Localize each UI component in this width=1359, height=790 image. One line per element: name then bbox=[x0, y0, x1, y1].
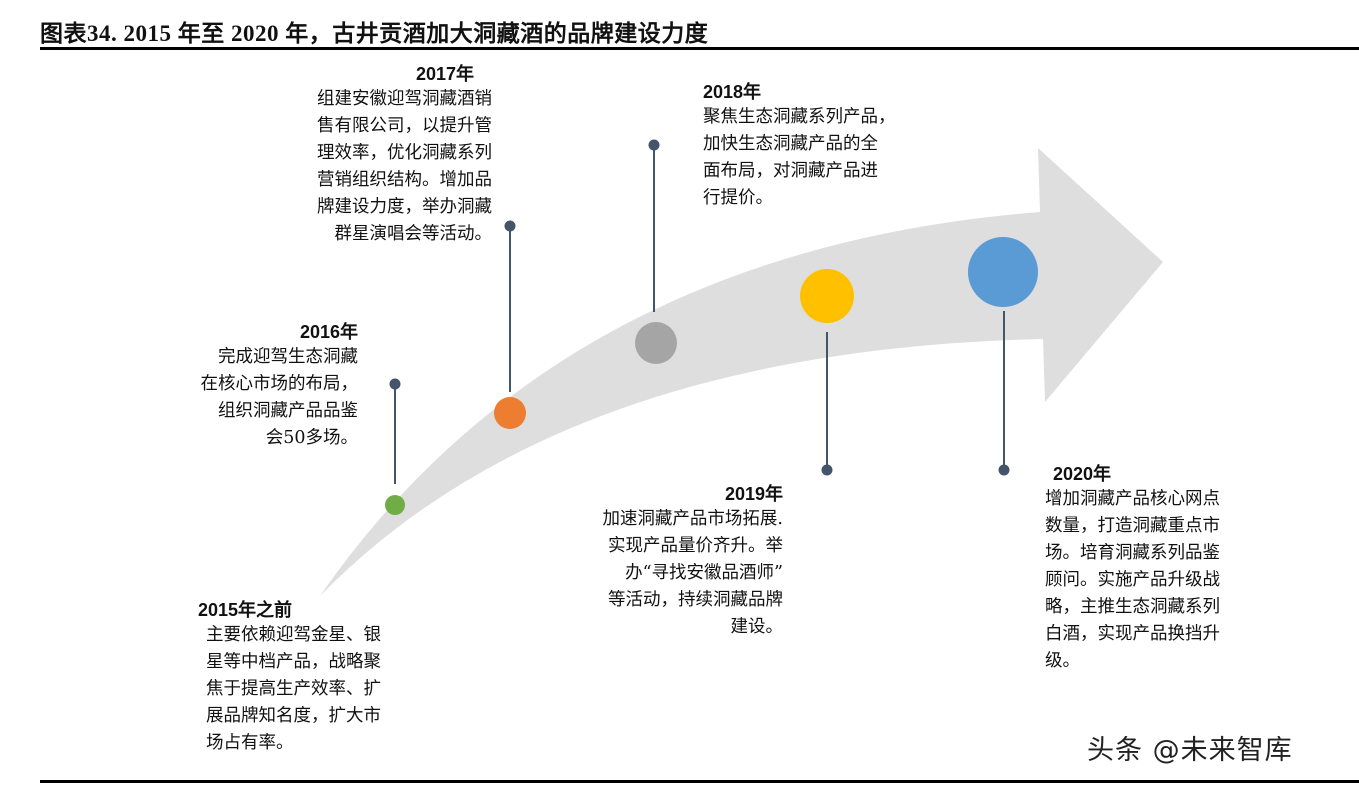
milestone-year: 2019年 bbox=[724, 484, 783, 504]
milestone-year: 2015年之前 bbox=[198, 600, 293, 620]
milestone-2018: 2018年 聚焦生态洞藏系列产品， 加快生态洞藏产品的全 面布局，对洞藏产品进 … bbox=[703, 80, 953, 212]
watermark: 头条 @未来智库 bbox=[1087, 735, 1293, 766]
milestone-dot-2015 bbox=[385, 495, 405, 515]
figure-title: 图表34. 2015 年至 2020 年，古井贡酒加大洞藏酒的品牌建设力度 bbox=[40, 21, 709, 46]
milestone-year: 2020年 bbox=[1053, 464, 1112, 484]
title-divider bbox=[40, 47, 1359, 50]
milestone-year: 2016年 bbox=[299, 322, 358, 342]
milestone-year: 2017年 bbox=[415, 64, 474, 84]
milestone-text: 组建安徽迎驾洞藏酒销 售有限公司，以提升管 理效率，优化洞藏系列 营销组织结构。… bbox=[317, 89, 492, 244]
milestone-2019: 2019年 加速洞藏产品市场拓展. 实现产品量价齐升。举 办“寻找安徽品酒师” … bbox=[540, 482, 783, 641]
milestone-text: 完成迎驾生态洞藏 在核心市场的布局， 组织洞藏产品品鉴 会50多场。 bbox=[200, 347, 359, 448]
milestone-text: 聚焦生态洞藏系列产品， 加快生态洞藏产品的全 面布局，对洞藏产品进 行提价。 bbox=[703, 107, 896, 208]
milestone-2020: 2020年 增加洞藏产品核心网点 数量，打造洞藏重点市 场。培育洞藏系列品鉴 顾… bbox=[1045, 462, 1295, 675]
milestone-dot-2019 bbox=[968, 237, 1038, 307]
milestone-2017: 2017年 组建安徽迎驾洞藏酒销 售有限公司，以提升管 理效率，优化洞藏系列 营… bbox=[250, 62, 492, 248]
footer-divider bbox=[40, 780, 1359, 783]
milestone-dot-2017 bbox=[635, 322, 677, 364]
milestone-year: 2018年 bbox=[703, 82, 762, 102]
connectors bbox=[389, 139, 1010, 484]
milestone-text: 加速洞藏产品市场拓展. 实现产品量价齐升。举 办“寻找安徽品酒师” 等活动，持续… bbox=[602, 509, 783, 637]
milestone-text: 增加洞藏产品核心网点 数量，打造洞藏重点市 场。培育洞藏系列品鉴 顾问。实施产品… bbox=[1045, 489, 1220, 671]
milestone-dot-2016 bbox=[494, 397, 526, 429]
milestone-dot-2018 bbox=[800, 269, 854, 323]
milestone-2016: 2016年 完成迎驾生态洞藏 在核心市场的布局， 组织洞藏产品品鉴 会50多场。 bbox=[140, 320, 359, 452]
milestone-2015-before: 2015年之前 主要依赖迎驾金星、银 星等中档产品，战略聚 焦于提高生产效率、扩… bbox=[198, 598, 448, 757]
growth-arrow-shape bbox=[320, 148, 1163, 596]
milestone-text: 主要依赖迎驾金星、银 星等中档产品，战略聚 焦于提高生产效率、扩 展品牌知名度，… bbox=[206, 625, 381, 753]
